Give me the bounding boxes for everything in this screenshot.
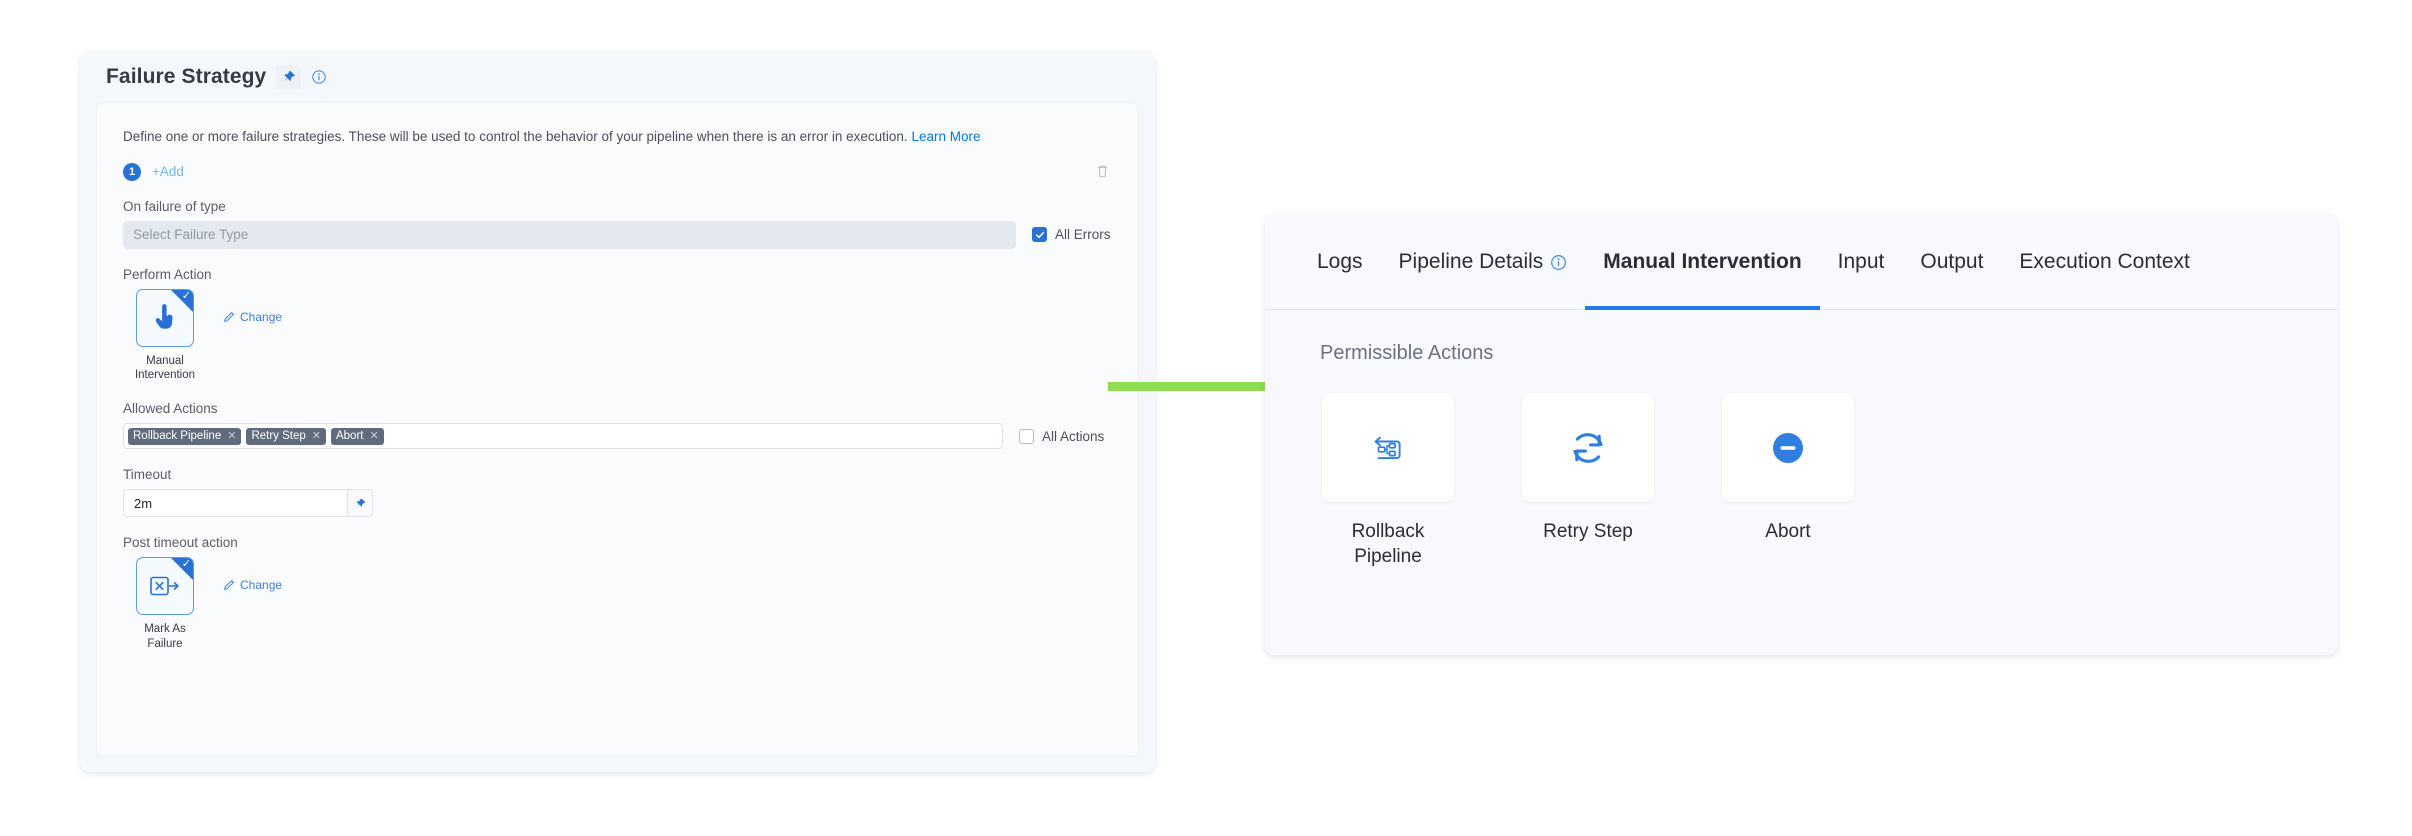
tag-abort[interactable]: Abort ✕: [331, 428, 384, 445]
failure-type-placeholder: Select Failure Type: [133, 227, 248, 242]
post-timeout-action-row: ✓ Mark As Failure Change: [123, 557, 1112, 651]
caption-line-1: Mark As: [123, 622, 207, 637]
on-failure-of-type-row: Select Failure Type All Errors: [123, 221, 1112, 249]
caption-line-2: Failure: [123, 637, 207, 652]
change-post-timeout-action-button[interactable]: Change: [223, 578, 282, 592]
all-errors-checkbox[interactable]: [1032, 227, 1047, 242]
manual-intervention-caption: Manual Intervention: [123, 354, 207, 383]
failure-type-select[interactable]: Select Failure Type: [123, 221, 1016, 249]
on-failure-of-type-label: On failure of type: [123, 199, 1112, 214]
close-icon[interactable]: ✕: [369, 431, 378, 442]
tag-label: Retry Step: [251, 430, 305, 442]
execution-details-panel: Logs Pipeline Details Manual Interventio…: [1265, 215, 2337, 655]
timeout-pin-button[interactable]: [347, 489, 373, 517]
action-label: Retry Step: [1522, 519, 1654, 544]
failure-strategy-card: Failure Strategy Define one or more fail…: [80, 52, 1155, 772]
pin-icon[interactable]: [276, 65, 301, 90]
action-label: Rollback Pipeline: [1322, 519, 1454, 569]
all-actions-checkbox-wrap[interactable]: All Actions: [1019, 429, 1104, 444]
action-label-line-1: Rollback: [1322, 519, 1454, 544]
change-label: Change: [240, 578, 282, 592]
action-rollback-pipeline[interactable]: Rollback Pipeline: [1322, 393, 1454, 569]
pin-icon: [354, 497, 367, 510]
tag-label: Abort: [336, 430, 364, 442]
tab-pipeline-details[interactable]: Pipeline Details: [1381, 215, 1586, 310]
mark-as-failure-caption: Mark As Failure: [123, 622, 207, 651]
action-label-line-1: Retry Step: [1522, 519, 1654, 544]
action-tile[interactable]: [1522, 393, 1654, 502]
description-text: Define one or more failure strategies. T…: [123, 127, 1112, 147]
change-perform-action-button[interactable]: Change: [223, 310, 282, 324]
allowed-actions-input[interactable]: Rollback Pipeline ✕ Retry Step ✕ Abort ✕: [123, 423, 1003, 449]
all-actions-checkbox[interactable]: [1019, 429, 1034, 444]
action-label-line-1: Abort: [1722, 519, 1854, 544]
action-label: Abort: [1722, 519, 1854, 544]
perform-action-row: ✓ Manual Intervention Change: [123, 289, 1112, 383]
abort-icon: [1762, 422, 1814, 474]
page-title: Failure Strategy: [106, 65, 266, 89]
tag-label: Rollback Pipeline: [133, 430, 221, 442]
close-icon[interactable]: ✕: [227, 431, 236, 442]
action-abort[interactable]: Abort: [1722, 393, 1854, 569]
learn-more-link[interactable]: Learn More: [911, 129, 980, 144]
trash-icon[interactable]: [1095, 163, 1110, 184]
all-errors-checkbox-wrap[interactable]: All Errors: [1032, 227, 1111, 242]
failure-strategy-header: Failure Strategy: [80, 52, 1155, 102]
info-circle-icon[interactable]: [1550, 254, 1567, 271]
pencil-icon: [223, 579, 235, 591]
change-label: Change: [240, 310, 282, 324]
action-tile[interactable]: [1722, 393, 1854, 502]
timeout-value: 2m: [134, 496, 152, 511]
tab-logs[interactable]: Logs: [1299, 215, 1381, 310]
tab-execution-context[interactable]: Execution Context: [2001, 215, 2207, 310]
info-circle-icon[interactable]: [311, 69, 327, 85]
check-icon: ✓: [182, 291, 191, 302]
tab-label: Execution Context: [2019, 250, 2189, 274]
tab-label: Pipeline Details: [1399, 250, 1544, 274]
timeout-field: 2m: [123, 489, 373, 517]
all-actions-label: All Actions: [1042, 429, 1104, 444]
caption-line-2: Intervention: [123, 368, 207, 383]
close-icon[interactable]: ✕: [312, 431, 321, 442]
strategy-index-badge[interactable]: 1: [123, 163, 141, 181]
tab-label: Manual Intervention: [1603, 250, 1801, 274]
tab-bar: Logs Pipeline Details Manual Interventio…: [1265, 215, 2337, 310]
tag-rollback-pipeline[interactable]: Rollback Pipeline ✕: [128, 428, 241, 445]
permissible-actions-list: Rollback Pipeline Retry Step: [1265, 365, 2337, 569]
pencil-icon: [223, 311, 235, 323]
tab-label: Logs: [1317, 250, 1363, 274]
description-sentence: Define one or more failure strategies. T…: [123, 129, 908, 144]
action-retry-step[interactable]: Retry Step: [1522, 393, 1654, 569]
retry-icon: [1560, 420, 1616, 476]
permissible-actions-title: Permissible Actions: [1265, 310, 2337, 365]
tab-input[interactable]: Input: [1820, 215, 1903, 310]
allowed-actions-label: Allowed Actions: [123, 401, 1112, 416]
manual-intervention-tile[interactable]: ✓: [136, 289, 194, 347]
perform-action-label: Perform Action: [123, 267, 1112, 282]
strategy-add-row: 1 +Add: [123, 163, 1112, 181]
perform-action-tile-col: ✓ Manual Intervention: [123, 289, 207, 383]
post-timeout-action-label: Post timeout action: [123, 535, 1112, 550]
mark-as-failure-tile[interactable]: ✓: [136, 557, 194, 615]
all-errors-label: All Errors: [1055, 227, 1111, 242]
caption-line-1: Manual: [123, 354, 207, 369]
tab-manual-intervention[interactable]: Manual Intervention: [1585, 215, 1819, 310]
timeout-input[interactable]: 2m: [123, 489, 347, 517]
action-label-line-2: Pipeline: [1322, 544, 1454, 569]
tab-output[interactable]: Output: [1902, 215, 2001, 310]
timeout-label: Timeout: [123, 467, 1112, 482]
post-timeout-tile-col: ✓ Mark As Failure: [123, 557, 207, 651]
tab-label: Input: [1838, 250, 1885, 274]
add-strategy-button[interactable]: +Add: [152, 164, 184, 179]
failure-strategy-body: Define one or more failure strategies. T…: [96, 102, 1139, 757]
allowed-actions-row: Rollback Pipeline ✕ Retry Step ✕ Abort ✕…: [123, 423, 1112, 449]
action-tile[interactable]: [1322, 393, 1454, 502]
rollback-pipeline-icon: [1362, 422, 1414, 474]
check-icon: ✓: [182, 559, 191, 570]
tab-label: Output: [1920, 250, 1983, 274]
tag-retry-step[interactable]: Retry Step ✕: [246, 428, 326, 445]
